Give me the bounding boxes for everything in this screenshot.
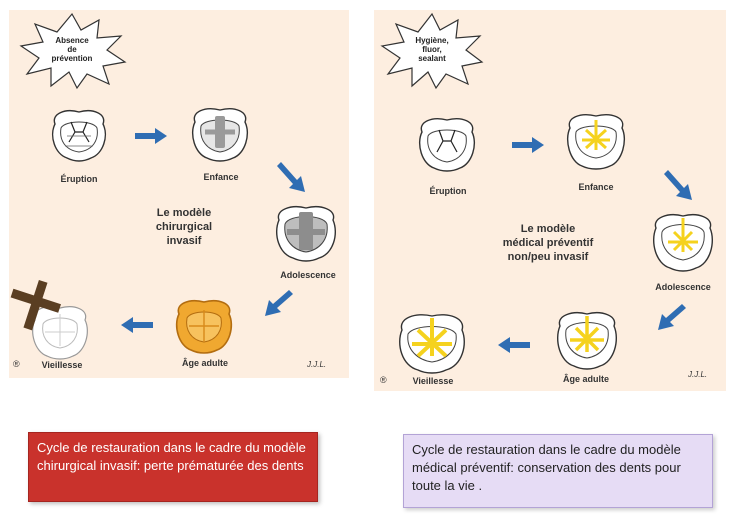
stage-label-eruption: Éruption bbox=[60, 174, 98, 184]
arrow-right-icon bbox=[135, 128, 167, 144]
arrow-down-right-icon bbox=[664, 170, 692, 200]
copyright-mark: ® bbox=[380, 375, 387, 385]
tooth-sealant-icon bbox=[566, 114, 626, 170]
stage-label-enfance: Enfance bbox=[578, 182, 614, 192]
arrow-down-left-icon bbox=[658, 304, 686, 330]
arrow-right-icon bbox=[512, 137, 544, 153]
author-signature: J.J.L. bbox=[688, 370, 708, 379]
stage-label-eruption: Éruption bbox=[429, 186, 467, 196]
caption-preventive-model: Cycle de restauration dans le cadre du m… bbox=[403, 434, 713, 508]
tooth-crown-icon bbox=[175, 299, 233, 354]
tooth-eruption-icon bbox=[418, 118, 476, 172]
tooth-eruption-icon bbox=[51, 110, 107, 162]
stage-label-adolescence: Adolescence bbox=[655, 282, 711, 292]
stage-label-vieillesse: Vieillesse bbox=[41, 360, 83, 370]
arrow-left-icon bbox=[121, 317, 153, 333]
starburst-callout bbox=[380, 12, 484, 90]
stage-label-vieillesse: Vieillesse bbox=[412, 376, 454, 386]
cross-icon bbox=[10, 279, 61, 331]
surgical-model-panel: Absence de prévention Éruption Enfance L… bbox=[9, 10, 349, 378]
model-description: Le modèle chirurgical invasif bbox=[155, 207, 213, 247]
author-signature: J.J.L. bbox=[307, 360, 327, 369]
arrow-down-right-icon bbox=[277, 162, 305, 192]
tooth-enfance-icon bbox=[191, 108, 249, 162]
arrow-down-left-icon bbox=[265, 290, 293, 316]
stage-label-age-adulte: Âge adulte bbox=[562, 374, 609, 384]
burst-text: Absence de prévention bbox=[51, 36, 93, 63]
burst-text: Hygiène, fluor, sealant bbox=[415, 36, 449, 63]
caption-surgical-model: Cycle de restauration dans le cadre du m… bbox=[28, 432, 318, 502]
tooth-vieillesse-icon bbox=[32, 306, 88, 360]
tooth-adolescence-icon bbox=[652, 214, 714, 272]
stage-label-enfance: Enfance bbox=[203, 172, 239, 182]
starburst-callout bbox=[19, 12, 127, 90]
copyright-mark: ® bbox=[13, 359, 20, 369]
preventive-model-panel: Hygiène, fluor, sealant Éruption Enfance… bbox=[374, 10, 726, 391]
stage-label-age-adulte: Âge adulte bbox=[181, 358, 228, 368]
arrow-left-icon bbox=[498, 337, 530, 353]
model-description: Le modèle médical préventif non/peu inva… bbox=[502, 223, 594, 263]
tooth-adolescence-icon bbox=[275, 206, 337, 262]
tooth-sealant-adult-icon bbox=[556, 312, 618, 370]
stage-label-adolescence: Adolescence bbox=[280, 270, 336, 280]
tooth-sealant-old-icon bbox=[399, 314, 465, 374]
